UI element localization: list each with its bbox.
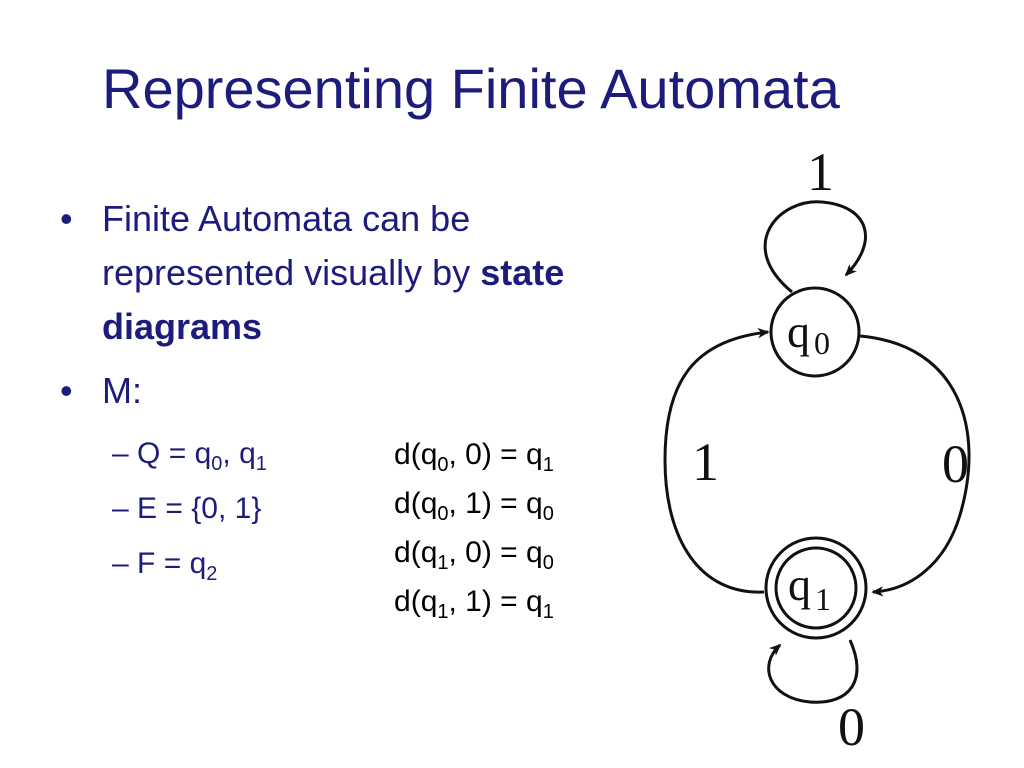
edge-path [859,334,971,597]
definition-dash: – [112,547,129,580]
transition-row: d(q1, 1) = q1 [394,585,554,623]
bullet-text: Finite Automata can be represented visua… [102,198,471,293]
state-label-base: q [788,559,811,610]
edge-q0-self: 1 [763,142,867,294]
edge-path [663,328,770,594]
definition-value: {0, 1} [191,492,262,525]
edge-label: 0 [838,697,865,757]
state-subscript: 1 [255,453,267,475]
slide-title: Representing Finite Automata [102,57,840,120]
state-circle [769,286,861,378]
state-inner-circle [774,546,858,630]
state-subscript: 2 [206,563,218,585]
transition-row: d(q0, 0) = q1 [394,438,554,476]
state-label-sub: 0 [814,325,830,361]
state-symbol: q [189,547,207,580]
definition-eq: = [163,547,182,580]
edge-q1-q0: 1 [663,328,770,594]
edge-label: 1 [692,432,719,492]
definition-name: E [137,492,158,525]
bullet-item: • Finite Automata can be represented vis… [58,192,598,354]
edge-label: 1 [807,142,834,202]
edge-label: 0 [942,434,969,494]
definition-final-states: – F = q2 [112,546,218,585]
state-label-base: q [787,306,810,357]
edge-path [763,200,867,294]
state-q0: q 0 [769,286,861,378]
edge-path [767,639,859,704]
definition-alphabet: – E = {0, 1} [112,491,261,527]
bullet-dot: • [60,198,73,239]
transition-row: d(q1, 0) = q0 [394,536,554,574]
state-symbol: q [239,437,256,470]
bullet-list: • Finite Automata can be represented vis… [58,192,598,418]
transition-row: d(q0, 1) = q0 [394,487,554,525]
definition-name: F [137,547,156,580]
definition-eq: = [168,437,187,470]
transition-table: d(q0, 0) = q1 d(q0, 1) = q0 d(q1, 0) = q… [394,430,554,626]
edge-q0-q1: 0 [859,334,971,597]
definition-name: Q [137,437,161,470]
separator: , [222,437,240,470]
bullet-dot: • [60,370,73,411]
state-outer-circle [764,536,868,640]
definition-states: – Q = q0, q1 [112,436,267,475]
bullet-item: • M: [58,364,598,418]
state-q1: q 1 [764,536,868,640]
state-diagram: q 0 q 1 1 0 1 0 [663,142,971,757]
bullet-text: M: [102,370,142,411]
definition-eq: = [165,492,183,525]
state-symbol: q [194,437,212,470]
definition-dash: – [112,437,129,470]
state-subscript: 0 [211,453,223,475]
state-label-sub: 1 [815,581,831,617]
definition-dash: – [112,492,129,525]
bullet-bold-text: state diagrams [102,252,565,347]
edge-q1-self: 0 [767,639,865,757]
